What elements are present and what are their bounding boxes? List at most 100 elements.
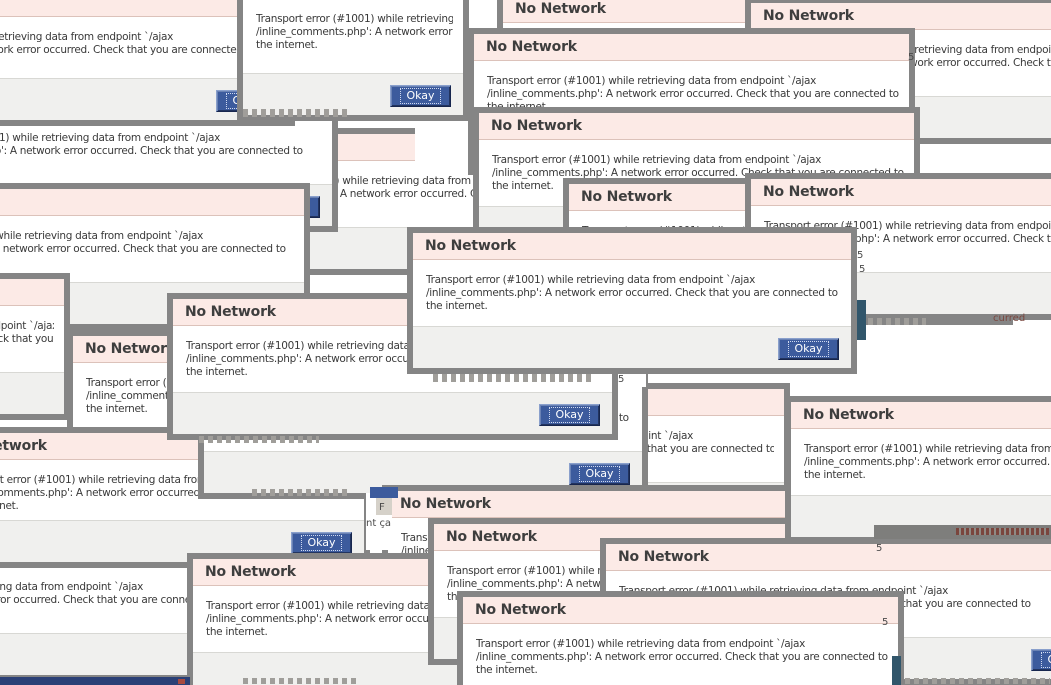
dialog-titlebar: No Network (606, 544, 1051, 571)
debris-text: 5 (882, 617, 889, 628)
dialog-title: No Network (400, 496, 491, 512)
debris-teal (857, 300, 866, 340)
dialog-message-line: the internet. (476, 664, 538, 676)
dlg-left-4: No Network Transport error (#1001) while… (0, 273, 70, 420)
dialog-title: No Network (425, 238, 516, 254)
dialog-message-line: /inline_comments.php': A network error o… (256, 26, 453, 38)
dialog-footer: Okay (413, 326, 851, 368)
debris-patch (415, 121, 469, 168)
okay-button-label: Okay (579, 466, 620, 482)
dialog-message-line: the internet. (0, 256, 294, 269)
okay-button[interactable]: Okay (778, 338, 839, 360)
okay-button[interactable]: Okay (569, 463, 630, 485)
dlg-right-2: No Network Transport error (#1001) while… (785, 396, 1051, 543)
dialog-message-line: the internet. (426, 300, 488, 312)
dialog-titlebar: No Network (751, 3, 1051, 30)
dialog-titlebar: No Network (0, 279, 64, 306)
debris-smudge (252, 489, 347, 496)
dialog-title: No Network (475, 602, 566, 618)
okay-button-label: Okay (549, 407, 590, 423)
debris-text: 5 (876, 543, 883, 554)
debris-smudge (868, 318, 926, 325)
dialog-title: No Network (0, 438, 47, 454)
dialog-message-line: Transport error (#1001) while retrieving… (426, 274, 756, 286)
okay-button[interactable]: Okay (291, 532, 352, 554)
dialog-message: Transport error (#1001) while retrieving… (0, 216, 304, 282)
dialog-message: Transport error (#1001) while retrieving… (413, 260, 851, 326)
debris-teal (892, 656, 901, 685)
dialog-message-line: Transport error (#1001) while retrieving… (0, 581, 144, 593)
dialog-message-line: Transport error (#1001) while retrieving… (0, 230, 204, 242)
dlg-bottom-3: No Network Transport error (#1001) while… (457, 591, 904, 685)
dialog-titlebar: No Network (791, 402, 1051, 429)
dialog-message-line: the internet. (86, 403, 148, 415)
dialog-message-line: the internet. (186, 366, 248, 378)
okay-button[interactable]: Okay (390, 85, 451, 107)
debris-dot (178, 679, 185, 684)
dialog-message-line: /inline_comments.php': A network error o… (426, 287, 838, 299)
dialog-footer: Okay (0, 372, 64, 414)
dialog-message-line: /inline_comments.php': A network error o… (0, 44, 256, 56)
debris-text: nt ça (366, 518, 392, 529)
debris-navy (0, 677, 190, 685)
debris-smudge (243, 109, 348, 117)
dialog-titlebar: No Network (474, 34, 909, 61)
dialog-message-line: Transport error (#1001) while retrieving… (256, 13, 453, 25)
dialog-message-line: Transport error (#1001) while retrieving… (492, 154, 822, 166)
okay-button-label: Okay (301, 535, 342, 551)
debris-text: 5 (908, 52, 915, 63)
dialog-titlebar: No Network (751, 179, 1051, 206)
okay-button-label: Okay (788, 341, 829, 357)
dialog-message-line: Transport error (#1001) while retrieving… (804, 443, 1051, 455)
dialog-message: Transport error (#1001) while retrieving… (243, 0, 463, 73)
okay-button[interactable]: Okay (1031, 649, 1051, 671)
dialog-message: Transport error (#1001) while retrieving… (0, 306, 64, 372)
dialog-footer: Okay (243, 73, 463, 115)
dialog-titlebar: No Network (413, 233, 851, 260)
dialog-message-line: Transport error (#1001) while retrieving… (476, 638, 806, 650)
dialog-message-line: Transport error (#1001) while retrieving… (0, 31, 174, 43)
dialog-message-line: /inline_comments.php': A network error o… (0, 243, 286, 255)
dialog-title: No Network (515, 1, 606, 17)
debris-smudge (433, 374, 593, 382)
dialog-message-line: /inline_comments.php': A network error o… (804, 456, 1051, 468)
dialog-message-line: the internet. (804, 469, 866, 481)
dialog-title: No Network (491, 118, 582, 134)
dialog-title: No Network (618, 549, 709, 565)
dialog-message-line: Transport error (#1001) while retrieving… (0, 320, 54, 332)
dialog-title: No Network (763, 184, 854, 200)
dialog-message: Transport error (#1001) while retrieving… (0, 17, 289, 78)
debris-hatch (956, 528, 1049, 535)
dialog-message-line: /inline_comments.php': A network error o… (0, 145, 303, 157)
dialog-titlebar: No Network (388, 491, 839, 518)
dialog-title: No Network (185, 304, 276, 320)
dlg-top-2: No Network Transport error (#1001) while… (237, 0, 469, 121)
dialog-message: Transport error (#1001) while retrieving… (791, 429, 1051, 495)
dialog-message: Transport error (#1001) while retrieving… (0, 567, 239, 633)
dialog-title: No Network (446, 529, 537, 545)
dialog-message-line: the internet. (0, 346, 54, 359)
okay-button-label: Okay (1041, 652, 1051, 668)
debris-smudge (199, 436, 319, 443)
dialog-titlebar: No Network (479, 113, 914, 140)
dialog-message-line: Transport error (#1001) while retrieving… (487, 75, 817, 87)
dialog-message: Transport error (#1001) while retrieving… (463, 624, 898, 685)
dialog-message-line: the internet. (0, 158, 322, 171)
dialog-message-line: /inline_comments.php': A network error o… (0, 333, 54, 345)
dialog-message-line: Transport error (#1001) while retrieving… (0, 132, 221, 144)
dialog-title: No Network (803, 407, 894, 423)
dialog-message-line: /inline_comments.php': A network error o… (487, 88, 899, 100)
dialog-title: No Network (205, 564, 296, 580)
dialog-message-line: /inline_comments.php': A network error o… (0, 594, 226, 606)
dialog-message: Transport error (#1001) while retrieving… (0, 118, 332, 184)
okay-button[interactable]: Okay (539, 404, 600, 426)
dialog-footer: Okay (173, 392, 612, 434)
dialog-message-line: the internet. (206, 626, 268, 638)
dialog-title: No Network (581, 189, 672, 205)
okay-button-fragment[interactable] (370, 487, 398, 498)
dialog-titlebar: No Network (463, 597, 898, 624)
dlg-main: No Network Transport error (#1001) while… (407, 227, 857, 374)
debris-text: F (379, 502, 385, 513)
debris-patch: 5 (618, 374, 646, 387)
